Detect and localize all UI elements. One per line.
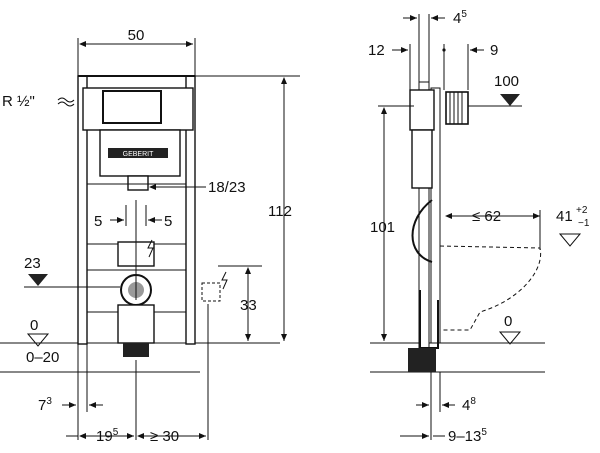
leg-a-label: 73: [38, 396, 52, 414]
front-view: GEBERIT 50 112 R ½" 18/23: [0, 27, 300, 445]
drain-pipe: [117, 304, 155, 344]
brand-logo: GEBERIT: [123, 151, 154, 158]
side-cistern-body: [411, 129, 433, 189]
side-floor-label: 0: [504, 313, 512, 330]
flush-pipe: [127, 175, 149, 191]
side-view: 45 12 9 100 101 ≤ 62 41 +2 −1 0 48: [368, 9, 590, 445]
brand-plate: [108, 148, 168, 158]
socket-box: [201, 282, 221, 302]
flush-opening: [102, 90, 162, 124]
offset-right-label: 5: [164, 213, 172, 230]
electric-icon: [221, 271, 228, 290]
depth-9-label: 9: [490, 42, 498, 59]
flush-bend: [411, 199, 433, 263]
flush-label: 18/23: [208, 179, 246, 196]
height-label: 112: [268, 203, 292, 220]
flush-plate: [445, 91, 469, 125]
leg-b-label: 195: [96, 427, 119, 445]
drain-end: [123, 343, 149, 357]
inlet-label: R ½": [2, 93, 35, 110]
depth-12-label: 12: [368, 42, 385, 59]
center-height-label: 33: [240, 297, 257, 314]
floor-label: 0: [30, 317, 38, 334]
height-101-label: 101: [370, 219, 395, 236]
side-cistern: [409, 89, 435, 131]
seat-label: 41: [556, 208, 573, 225]
plate-label: 100: [494, 73, 519, 90]
electric-icon-2: [147, 239, 154, 258]
outlet-height-label: 23: [24, 255, 41, 272]
floor-range-label: 0–20: [26, 349, 59, 366]
bottom-label: 48: [462, 396, 476, 414]
seat-tolerance-down: −1: [578, 218, 590, 229]
width-label: 50: [128, 27, 145, 44]
toilet-outline: [439, 245, 542, 331]
range-label: 9–135: [448, 427, 487, 445]
leg-c-label: ≥ 30: [150, 428, 179, 445]
reach-label: ≤ 62: [472, 208, 501, 225]
offset-left-label: 5: [94, 213, 102, 230]
seat-tolerance-up: +2: [576, 205, 588, 216]
top-depth-label: 45: [453, 9, 467, 27]
